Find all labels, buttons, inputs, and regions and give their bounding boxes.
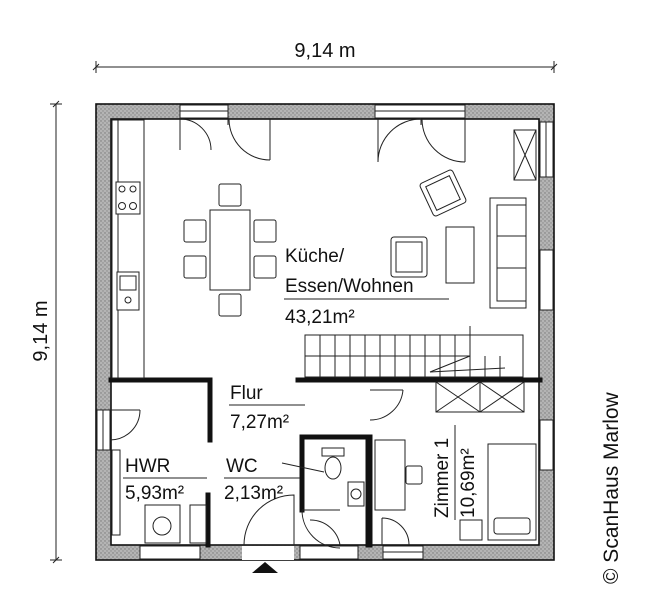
stove-icon (115, 181, 141, 215)
room-name-line1: Küche/ (285, 246, 345, 267)
window-icon (139, 545, 201, 560)
room-area: 10,69m² (458, 448, 479, 518)
armchair-icon (390, 236, 428, 278)
desk-icon (374, 439, 406, 511)
room-name: Zimmer 1 (432, 438, 453, 518)
windows (96, 104, 554, 560)
nightstand (459, 519, 483, 541)
coffee-table (445, 226, 475, 284)
sofa-icon (489, 197, 527, 309)
stair-icon (304, 326, 524, 378)
chair-icon (183, 255, 207, 279)
chair-icon (253, 255, 277, 279)
room-area: 7,27m² (230, 412, 289, 433)
chair-icon (253, 219, 277, 243)
door-swing-icon (228, 118, 271, 161)
room-label-wc: WC 2,13m² (224, 456, 300, 504)
room-name: WC (226, 456, 258, 477)
sink-icon (116, 271, 140, 311)
door-swing-icon (301, 509, 341, 549)
heating-unit (189, 504, 207, 544)
outer-walls (95, 103, 555, 561)
dimension-height-label: 9,14 m (30, 300, 52, 361)
entrance-arrow-icon (252, 562, 278, 573)
room-area: 2,13m² (224, 483, 283, 504)
room-label-living: Küche/ Essen/Wohnen 43,21m² (284, 246, 449, 328)
chair-icon (218, 293, 242, 317)
bed-icon (487, 443, 537, 541)
wardrobe (435, 381, 525, 413)
room-label-hall: Flur 7,27m² (229, 383, 305, 433)
door-swing-icon (109, 409, 141, 441)
kitchen-counter (111, 119, 145, 379)
window-icon (299, 545, 359, 560)
dining-table-icon (183, 183, 277, 317)
washing-machine (144, 504, 181, 544)
door-swing-icon (369, 389, 404, 421)
chair-icon (405, 465, 423, 485)
entrance-door-swing-icon (243, 494, 295, 546)
room-label-room1: Zimmer 1 10,69m² (432, 425, 479, 520)
room-area: 43,21m² (285, 307, 355, 328)
door-swing-icon (377, 118, 422, 163)
window-icon (539, 419, 554, 471)
copyright-label: © ScanHaus Marlow (600, 391, 623, 584)
chair-icon (218, 183, 242, 207)
dimension-height: 9,14 m (30, 100, 62, 564)
door-swing-icon (421, 118, 466, 163)
interior-doors (109, 389, 410, 549)
shelf (111, 449, 121, 536)
toilet-icon (321, 447, 345, 480)
dimension-width-label: 9,14 m (294, 40, 355, 62)
room-name: Flur (230, 383, 263, 404)
room-name: HWR (125, 456, 170, 477)
interior-walls (108, 377, 543, 548)
room-area: 5,93m² (125, 483, 184, 504)
window-icon (539, 249, 554, 311)
chair-icon (183, 219, 207, 243)
door-swing-icon (179, 118, 212, 151)
room-name-line2: Essen/Wohnen (285, 276, 414, 297)
terrace-doors (179, 118, 466, 163)
door-swing-icon (381, 517, 410, 546)
washbasin-icon (347, 481, 365, 507)
armchair-icon (419, 169, 467, 217)
door-swing-icon (309, 519, 341, 546)
dimension-width: 9,14 m (92, 40, 558, 73)
room-label-utility: HWR 5,93m² (123, 455, 207, 504)
